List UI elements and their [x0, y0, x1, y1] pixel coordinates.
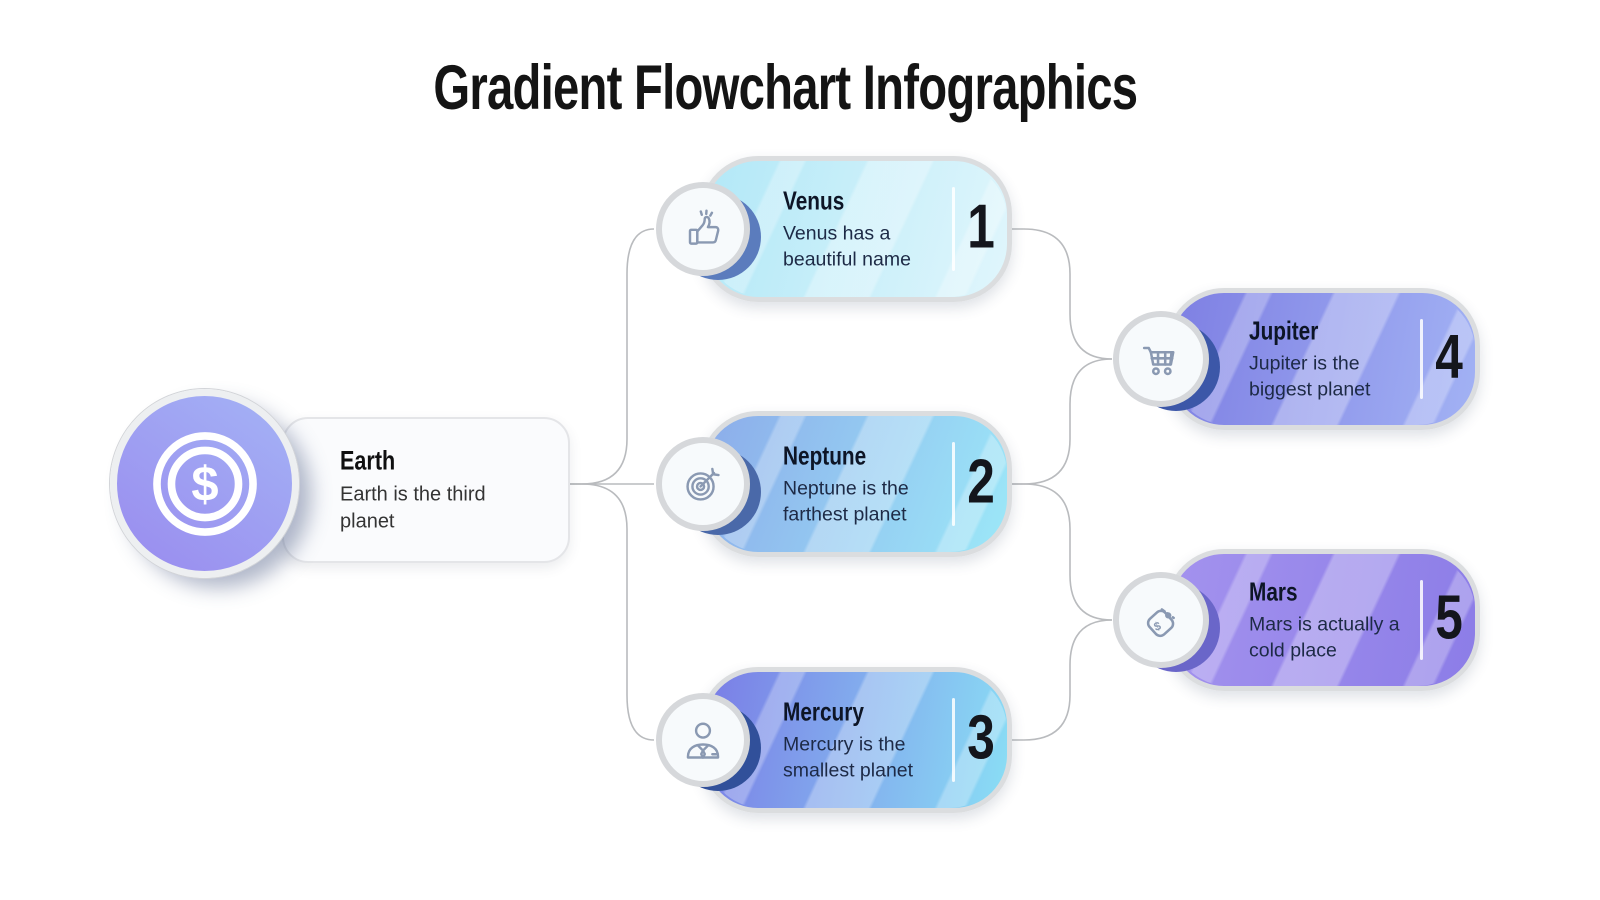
connector-neptune-mars — [1012, 483, 1113, 621]
connector-mercury-mars — [1012, 619, 1113, 741]
earth-description: Earth is the third planet — [340, 483, 486, 532]
jupiter-card-text: Jupiter Jupiter is the biggest planet — [1249, 315, 1424, 402]
mercury-node-circle — [656, 693, 750, 787]
connector-venus-jupiter — [1012, 228, 1113, 360]
earth-card-text: Earth Earth is the third planet — [340, 445, 540, 534]
jupiter-description: Jupiter is the biggest planet — [1249, 352, 1371, 400]
jupiter-node-circle — [1113, 311, 1209, 407]
jupiter-number: 4 — [1435, 322, 1463, 392]
thumbs-up-icon — [688, 209, 720, 245]
page-title-text: Gradient Flowchart Infographics — [433, 53, 1138, 123]
mars-title: Mars — [1249, 576, 1298, 607]
jupiter-divider — [1420, 319, 1423, 399]
mars-description: Mars is actually a cold place — [1249, 613, 1400, 661]
dollar-coin-icon: $ — [152, 431, 257, 536]
page-title: Gradient Flowchart Infographics — [0, 52, 1570, 124]
mars-card: Mars Mars is actually a cold place 5 — [1166, 549, 1480, 691]
neptune-node-circle — [656, 437, 750, 531]
venus-card: Venus Venus has a beautiful name 1 — [700, 156, 1012, 302]
mercury-description: Mercury is the smallest planet — [783, 733, 914, 781]
mercury-divider — [952, 698, 955, 782]
svg-text:$: $ — [1152, 618, 1163, 634]
neptune-number: 2 — [967, 447, 995, 517]
venus-description: Venus has a beautiful name — [783, 222, 911, 270]
businessman-icon — [686, 722, 720, 759]
svg-text:$: $ — [191, 458, 218, 512]
venus-node-circle — [656, 182, 750, 276]
connector-neptune-jupiter — [1012, 358, 1113, 485]
neptune-title: Neptune — [783, 440, 867, 471]
venus-divider — [952, 187, 955, 271]
mercury-card-text: Mercury Mercury is the smallest planet — [783, 696, 958, 783]
venus-number: 1 — [967, 192, 995, 262]
connector-earth-venus — [570, 228, 655, 485]
mercury-number: 3 — [967, 703, 995, 773]
neptune-description: Neptune is the farthest planet — [783, 477, 909, 525]
mars-divider — [1420, 580, 1423, 660]
price-tag-icon: $ — [1146, 608, 1175, 638]
earth-card: Earth Earth is the third planet — [282, 417, 570, 563]
earth-title: Earth — [340, 445, 396, 476]
earth-node-circle: $ — [110, 389, 299, 578]
mars-node-circle: $ — [1113, 572, 1209, 668]
jupiter-title: Jupiter — [1249, 315, 1319, 346]
neptune-card: Neptune Neptune is the farthest planet 2 — [700, 411, 1012, 557]
venus-card-text: Venus Venus has a beautiful name — [783, 185, 958, 272]
target-dart-icon — [686, 467, 720, 501]
jupiter-card: Jupiter Jupiter is the biggest planet 4 — [1166, 288, 1480, 430]
mars-number: 5 — [1435, 583, 1463, 653]
mars-card-text: Mars Mars is actually a cold place — [1249, 576, 1424, 663]
connector-earth-mercury — [570, 483, 655, 741]
neptune-divider — [952, 442, 955, 526]
venus-title: Venus — [783, 185, 845, 216]
mercury-title: Mercury — [783, 696, 864, 727]
mercury-card: Mercury Mercury is the smallest planet 3 — [700, 667, 1012, 813]
shopping-cart-icon — [1142, 346, 1175, 376]
neptune-card-text: Neptune Neptune is the farthest planet — [783, 440, 958, 527]
